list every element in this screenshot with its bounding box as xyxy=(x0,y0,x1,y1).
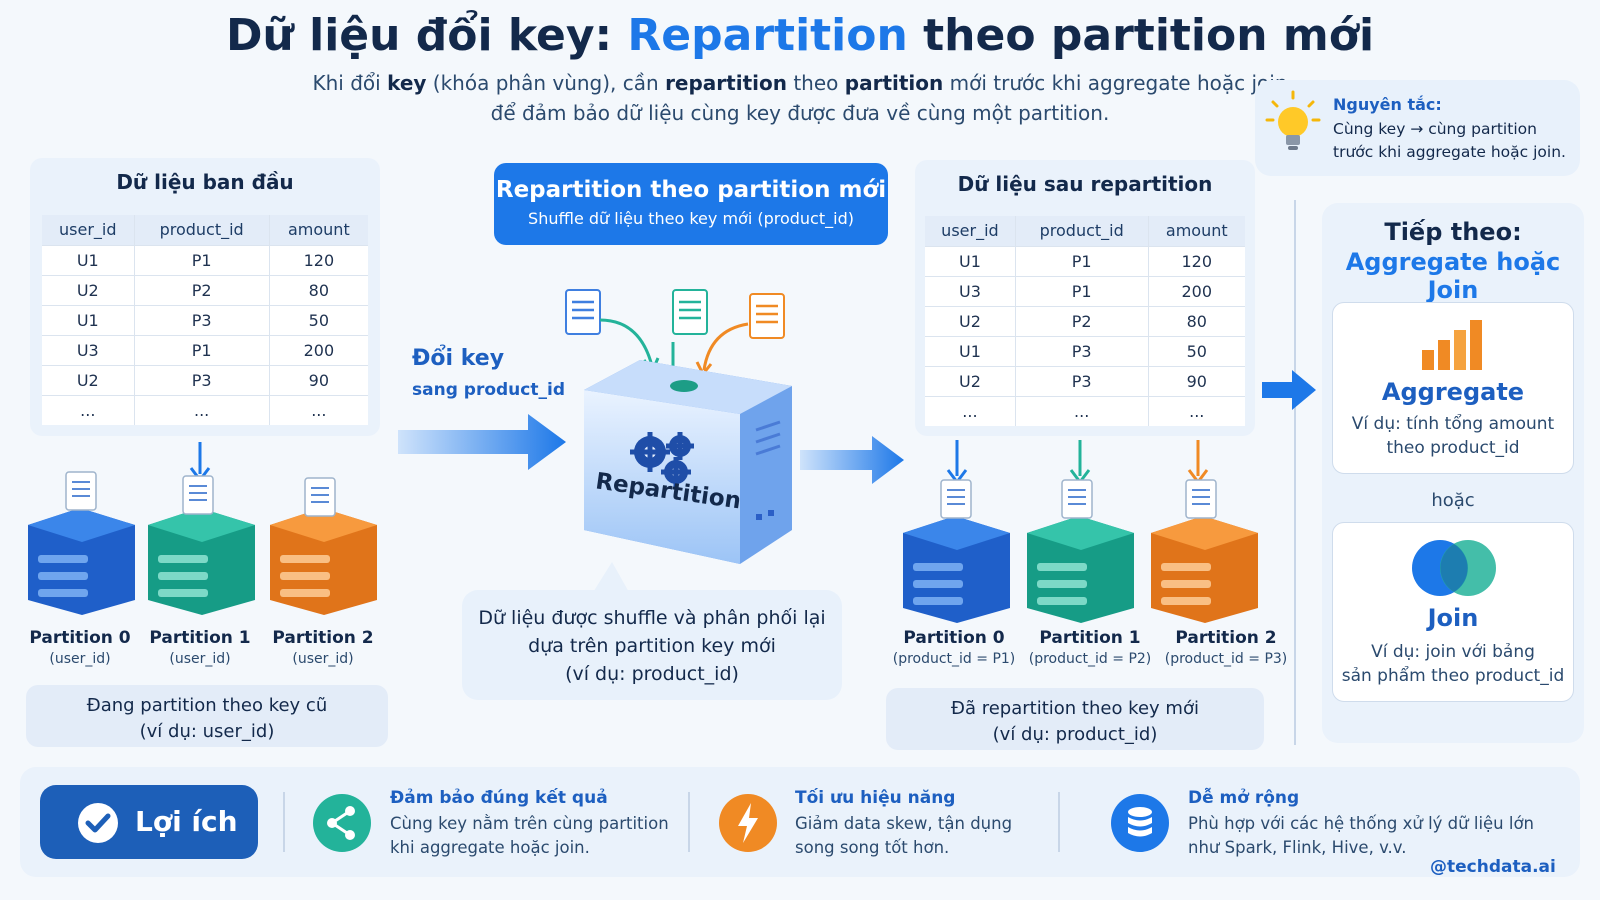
feature-scalability: Dễ mở rộng Phù hợp với các hệ thống xử l… xyxy=(1188,788,1535,857)
document-icon xyxy=(565,289,601,335)
benefits-footer xyxy=(20,767,1580,877)
old-key-note: Đang partition theo key cũ(ví dụ: user_i… xyxy=(26,685,388,747)
benefits-label: Lợi ích xyxy=(135,805,238,838)
aggregate-card xyxy=(1332,302,1574,474)
principle-title: Nguyên tắc: xyxy=(1333,95,1442,114)
partition-0-server-icon xyxy=(903,479,1010,623)
initial-partitions-graphic xyxy=(28,471,377,615)
check-circle-icon xyxy=(78,803,118,843)
venn-join-icon xyxy=(1412,540,1496,596)
lightning-icon xyxy=(719,794,777,852)
bar-chart-icon xyxy=(1422,320,1482,370)
document-icon xyxy=(672,289,708,335)
principle-box xyxy=(1255,80,1580,176)
shuffle-explanation-bubble: Dữ liệu được shuffle và phân phối lại dự… xyxy=(462,590,842,700)
after-partition-2: Partition 2(product_id = P3) xyxy=(1164,628,1288,667)
new-key-note: Đã repartition theo key mới(ví dụ: produ… xyxy=(886,688,1264,750)
join-title: Join xyxy=(1427,604,1479,632)
page-title: Dữ liệu đổi key: Repartition theo partit… xyxy=(225,10,1375,61)
right-arrow-icon xyxy=(800,436,904,484)
database-icon xyxy=(1111,794,1169,852)
down-arrow-icon xyxy=(1187,440,1209,485)
aggregate-title: Aggregate xyxy=(1381,378,1525,406)
after-data-title: Dữ liệu sau repartition xyxy=(957,172,1213,196)
initial-partition-0: Partition 0(user_id) xyxy=(29,628,131,667)
bubble-pointer xyxy=(592,562,630,594)
brand-handle: @techdata.ai xyxy=(1430,857,1556,877)
or-label: hoặc xyxy=(1431,490,1475,511)
change-key-label: Đổi key xyxy=(412,346,505,371)
initial-partition-2: Partition 2(user_id) xyxy=(272,628,374,667)
initial-data-title: Dữ liệu ban đầu xyxy=(116,170,294,194)
document-icon xyxy=(749,293,785,339)
feature-performance: Tối ưu hiệu năng Giảm data skew, tận dụn… xyxy=(795,788,1013,857)
table-row: ......... xyxy=(925,395,1245,426)
right-arrow-icon xyxy=(398,414,566,470)
change-key-sublabel: sang product_id xyxy=(412,380,565,400)
section-divider xyxy=(1294,200,1296,745)
after-partition-1: Partition 1(product_id = P2) xyxy=(1028,628,1152,667)
partition-1-server-icon xyxy=(1027,479,1134,623)
share-icon xyxy=(313,794,371,852)
repartition-header-box: Repartition theo partition mới Shuffle d… xyxy=(494,163,888,245)
partition-0-server-icon xyxy=(28,471,135,615)
lightbulb-icon xyxy=(1265,90,1321,150)
page-subtitle: Khi đổi key (khóa phân vùng), cần repart… xyxy=(312,71,1288,125)
down-arrow-icon xyxy=(946,440,968,485)
initial-partition-1: Partition 1(user_id) xyxy=(149,628,251,667)
footer-divider xyxy=(1058,792,1060,852)
benefits-badge xyxy=(40,785,258,859)
next-steps-subtitle: Aggregate hoặc Join xyxy=(1345,248,1561,304)
down-arrow-icon xyxy=(1069,440,1091,485)
partition-2-server-icon xyxy=(270,477,377,615)
after-partitions-graphic xyxy=(903,479,1258,623)
incoming-documents-graphic xyxy=(565,289,785,381)
feature-correctness: Đảm bảo đúng kết quả Cùng key nằm trên c… xyxy=(390,788,669,857)
partition-1-server-icon xyxy=(148,475,255,615)
footer-divider xyxy=(283,792,285,852)
partition-2-server-icon xyxy=(1151,479,1258,623)
footer-divider xyxy=(688,792,690,852)
right-arrow-icon xyxy=(1262,370,1316,410)
after-partition-0: Partition 0(product_id = P1) xyxy=(892,628,1016,667)
repartition-engine-icon xyxy=(584,360,792,564)
next-steps-title: Tiếp theo: xyxy=(1384,218,1522,246)
table-row: ......... xyxy=(42,394,368,425)
